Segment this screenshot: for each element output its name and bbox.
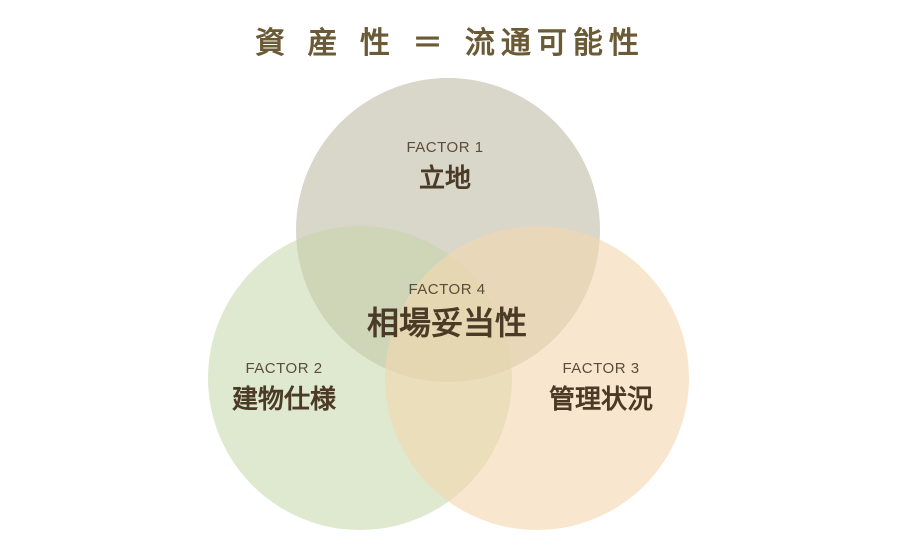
factor1-name: 立地 [418, 164, 472, 194]
label-factor4-center: FACTOR 4 相場妥当性 [367, 281, 527, 344]
label-factor2: FACTOR 2 建物仕様 [232, 360, 336, 416]
diagram-title: 資 産 性 ＝ 流通可能性 [255, 26, 645, 61]
label-factor3: FACTOR 3 管理状況 [549, 360, 653, 416]
factor4-name: 相場妥当性 [366, 304, 528, 342]
factor3-tag: FACTOR 3 [562, 360, 640, 377]
factor4-tag: FACTOR 4 [408, 281, 486, 298]
label-factor1: FACTOR 1 立地 [406, 139, 483, 195]
factor2-tag: FACTOR 2 [245, 360, 323, 377]
factor3-name: 管理状況 [548, 385, 654, 415]
factor2-name: 建物仕様 [231, 385, 337, 415]
factor1-tag: FACTOR 1 [406, 139, 484, 156]
circle-factor3 [385, 226, 689, 530]
